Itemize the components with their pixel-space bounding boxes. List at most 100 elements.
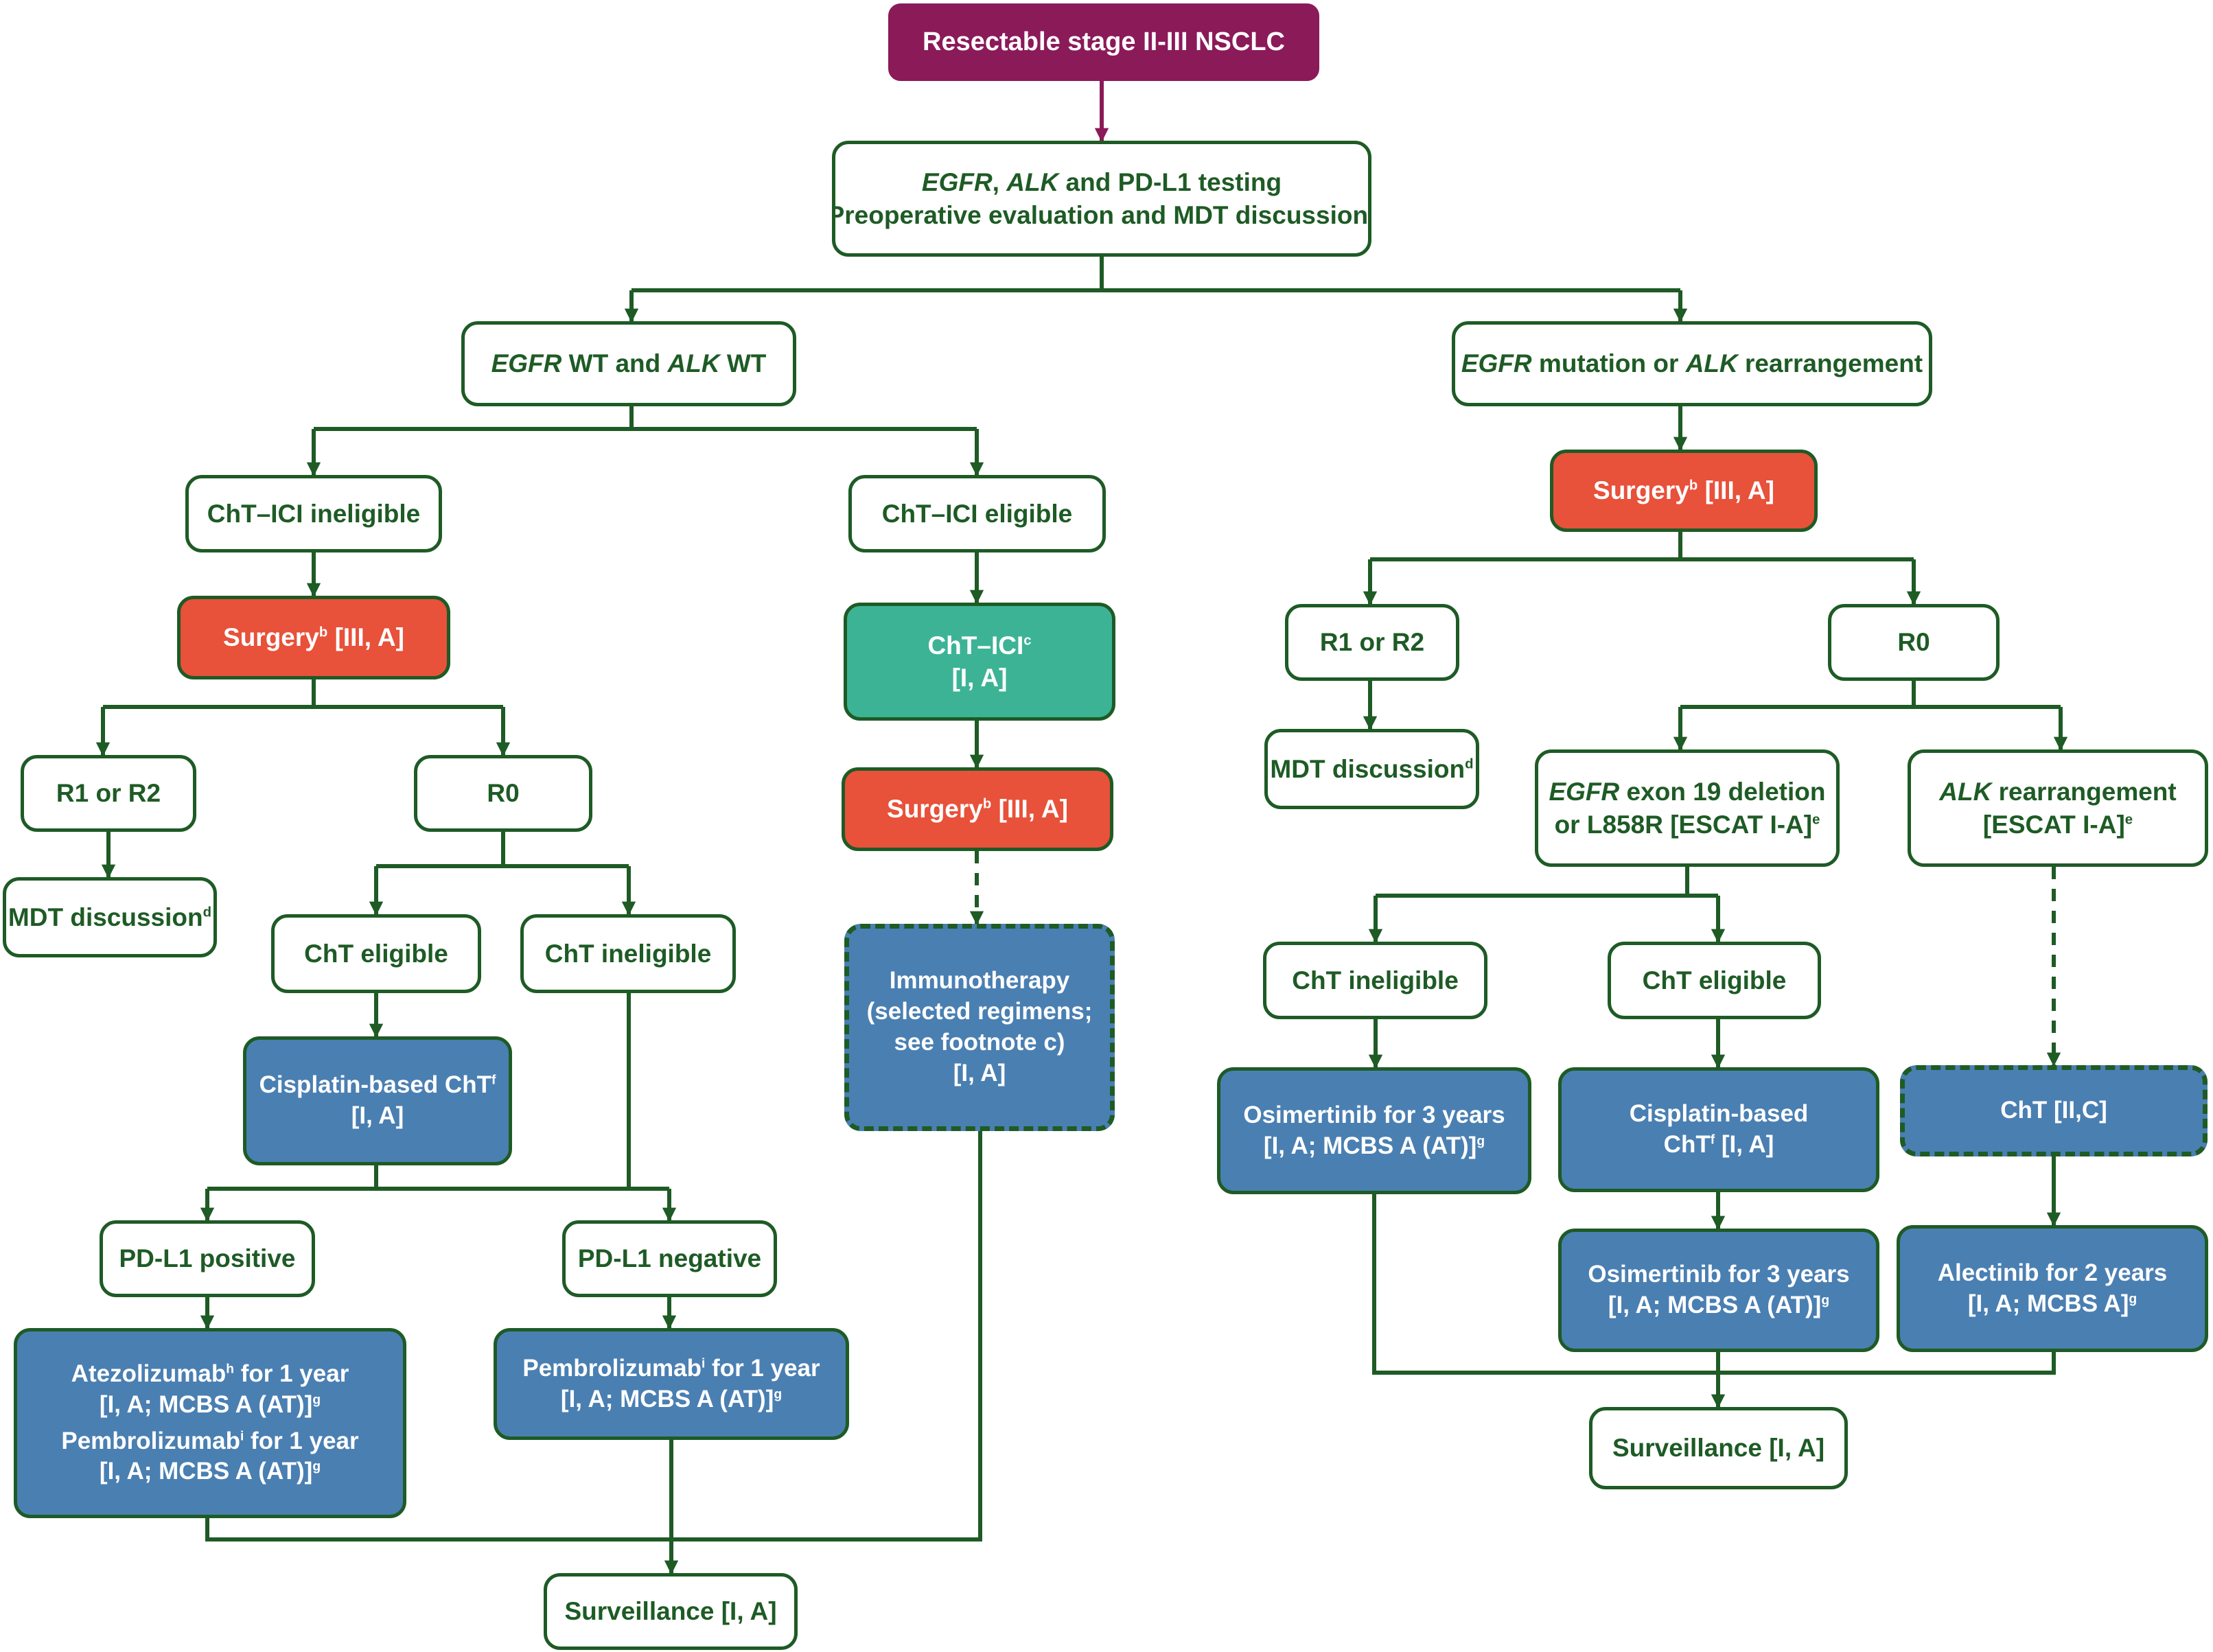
atezo-line-4: [I, A; MCBS A (AT)]g xyxy=(100,1456,321,1487)
r0-right-node: R0 xyxy=(1828,604,2000,681)
pdl1-negative-node: PD-L1 negative xyxy=(562,1220,777,1297)
surgery-right-node: Surgeryb [III, A] xyxy=(1550,450,1818,532)
alk-gene: ALK xyxy=(1939,778,1992,806)
cisplatin-left-line-1: Cisplatin-based ChTf xyxy=(259,1070,496,1101)
cht-ici-line-2: [I, A] xyxy=(951,664,1008,692)
ici-eligible-label: ChT–ICI eligible xyxy=(881,499,1073,528)
egfr-gene: EGFR xyxy=(1549,778,1620,806)
mdt-left-node: MDT discussiond xyxy=(3,877,217,957)
testing-line-1: EGFR, ALK and PD-L1 testing xyxy=(922,166,1282,198)
cht-eligible-left-node: ChT eligible xyxy=(271,914,481,993)
r1-r2-right-label: R1 or R2 xyxy=(1319,628,1425,657)
r0-left-node: R0 xyxy=(414,755,592,832)
osim-left-line-1: Osimertinib for 3 years xyxy=(1243,1101,1505,1128)
cisplatin-left-line-2: [I, A] xyxy=(351,1102,404,1129)
alk-rearrangement-line-2: [ESCAT I-A]e xyxy=(1983,808,2133,841)
immuno-line-3: see footnote c) xyxy=(894,1029,1065,1056)
egfr-gene: EGFR xyxy=(921,168,993,197)
cisplatin-right-line-2-tail: [I, A] xyxy=(1715,1131,1774,1158)
surveillance-left-node: Surveillance [I, A] xyxy=(544,1573,798,1650)
atezolizumab-node: Atezolizumabh for 1 year [I, A; MCBS A (… xyxy=(14,1328,406,1518)
footnote-g: g xyxy=(2129,1291,2137,1306)
cht-ici-line-1: ChT–ICIc xyxy=(927,629,1031,662)
r0-left-label: R0 xyxy=(487,779,520,808)
alk-rearrangement-line-2-text: [ESCAT I-A] xyxy=(1982,810,2125,839)
surveillance-right-label: Surveillance [I, A] xyxy=(1612,1434,1825,1463)
osimertinib-left-node: Osimertinib for 3 years [I, A; MCBS A (A… xyxy=(1217,1067,1531,1194)
cht-ineligible-right-label: ChT ineligible xyxy=(1292,966,1459,994)
r1-r2-left-label: R1 or R2 xyxy=(56,779,161,808)
surgery-left-label: Surgeryb [III, A] xyxy=(223,621,404,653)
testing-line-2-text: Preoperative evaluation and MDT discussi… xyxy=(832,200,1369,229)
egfr-deletion-node: EGFR exon 19 deletion or L858R [ESCAT I-… xyxy=(1535,749,1840,867)
immuno-merge-line xyxy=(671,1131,982,1542)
footnote-b: b xyxy=(318,625,328,640)
surgery-right-text: Surgery xyxy=(1593,476,1689,505)
cisplatin-right-line-1: Cisplatin-based xyxy=(1629,1100,1809,1128)
alk-gene: ALK xyxy=(1685,349,1738,378)
footnote-i: i xyxy=(701,1356,706,1371)
surgery-left-text: Surgery xyxy=(223,623,319,652)
surveillance-left-label: Surveillance [I, A] xyxy=(564,1597,777,1626)
pdl1-positive-label: PD-L1 positive xyxy=(119,1244,296,1273)
footnote-f: f xyxy=(491,1073,496,1088)
surgery-right-tail: [III, A] xyxy=(1698,476,1774,505)
atezo-line-1-tail: for 1 year xyxy=(234,1360,349,1387)
osim-right-line-1: Osimertinib for 3 years xyxy=(1588,1261,1850,1288)
alk-gene: ALK xyxy=(667,349,720,378)
mutation-end: rearrangement xyxy=(1737,349,1923,378)
testing-line-1-rest: and PD-L1 testing xyxy=(1058,168,1282,197)
pembro-neg-line-2: [I, A; MCBS A (AT)]g xyxy=(561,1384,782,1415)
footnote-i: i xyxy=(240,1428,244,1443)
alk-gene: ALK xyxy=(1006,168,1059,197)
atezo-line-1-text: Atezolizumab xyxy=(71,1360,227,1387)
cht-ineligible-left-label: ChT ineligible xyxy=(544,939,712,968)
cht-ineligible-left-node: ChT ineligible xyxy=(520,914,736,993)
alectinib-line-1: Alectinib for 2 years xyxy=(1937,1259,2168,1286)
footnote-e: e xyxy=(2124,812,2133,828)
cht-eligible-right-node: ChT eligible xyxy=(1608,942,1821,1019)
mutation-node: EGFR mutation or ALK rearrangement xyxy=(1452,321,1932,406)
immuno-line-2: (selected regimens; xyxy=(866,998,1093,1025)
immuno-line-1: Immunotherapy xyxy=(889,967,1070,994)
atezo-line-2-text: [I, A; MCBS A (AT)] xyxy=(99,1391,313,1418)
cisplatin-right-line-2-text: ChT xyxy=(1663,1131,1711,1158)
osim-left-line-2: [I, A; MCBS A (AT)]g xyxy=(1264,1131,1485,1162)
footnote-g: g xyxy=(312,1393,321,1408)
alectinib-node: Alectinib for 2 years [I, A; MCBS A]g xyxy=(1897,1225,2208,1352)
footnote-b: b xyxy=(1689,478,1698,493)
ici-ineligible-node: ChT–ICI ineligible xyxy=(185,475,442,552)
egfr-deletion-line-2: or L858R [ESCAT I-A]e xyxy=(1555,808,1820,841)
ici-eligible-node: ChT–ICI eligible xyxy=(848,475,1106,552)
cht-eligible-right-label: ChT eligible xyxy=(1642,966,1787,994)
mdt-left-label: MDT discussiond xyxy=(8,901,211,933)
testing-node: EGFR, ALK and PD-L1 testing Preoperative… xyxy=(832,141,1371,257)
pembrolizumab-negative-node: Pembrolizumabi for 1 year [I, A; MCBS A … xyxy=(494,1328,849,1440)
r1-r2-left-node: R1 or R2 xyxy=(21,755,196,832)
mutation-mid: mutation or xyxy=(1531,349,1686,378)
alk-rearrangement-rest: rearrangement xyxy=(1991,778,2177,806)
mdt-right-label: MDT discussiond xyxy=(1270,753,1473,785)
r1-r2-right-node: R1 or R2 xyxy=(1285,604,1459,681)
surgery-mid-node: Surgeryb [III, A] xyxy=(842,767,1113,851)
footnote-d: d xyxy=(1465,756,1474,772)
pdl1-negative-label: PD-L1 negative xyxy=(577,1244,762,1273)
mdt-right-text: MDT discussion xyxy=(1270,754,1465,783)
egfr-deletion-rest: exon 19 deletion xyxy=(1619,778,1826,806)
footnote-g: g xyxy=(1821,1293,1830,1308)
surgery-left-node: Surgeryb [III, A] xyxy=(177,596,450,679)
immuno-line-4: [I, A] xyxy=(953,1059,1006,1086)
osim-left-line-2-text: [I, A; MCBS A (AT)] xyxy=(1263,1132,1477,1159)
egfr-deletion-line-2-text: or L858R [ESCAT I-A] xyxy=(1554,810,1813,839)
ici-ineligible-label: ChT–ICI ineligible xyxy=(207,499,421,528)
egfr-gene: EGFR xyxy=(491,349,562,378)
surgery-right-label: Surgeryb [III, A] xyxy=(1593,474,1774,507)
alk-rearrangement-line-1: ALK rearrangement xyxy=(1939,776,2176,808)
egfr-deletion-line-1: EGFR exon 19 deletion xyxy=(1549,776,1826,808)
alectinib-line-2: [I, A; MCBS A]g xyxy=(1968,1289,2137,1320)
surgery-mid-tail: [III, A] xyxy=(991,795,1068,824)
mdt-right-node: MDT discussiond xyxy=(1264,729,1479,809)
atezo-line-1: Atezolizumabh for 1 year xyxy=(71,1359,349,1390)
cisplatin-left-text: Cisplatin-based ChT xyxy=(259,1071,491,1099)
osim-right-line-2: [I, A; MCBS A (AT)]g xyxy=(1608,1290,1829,1321)
